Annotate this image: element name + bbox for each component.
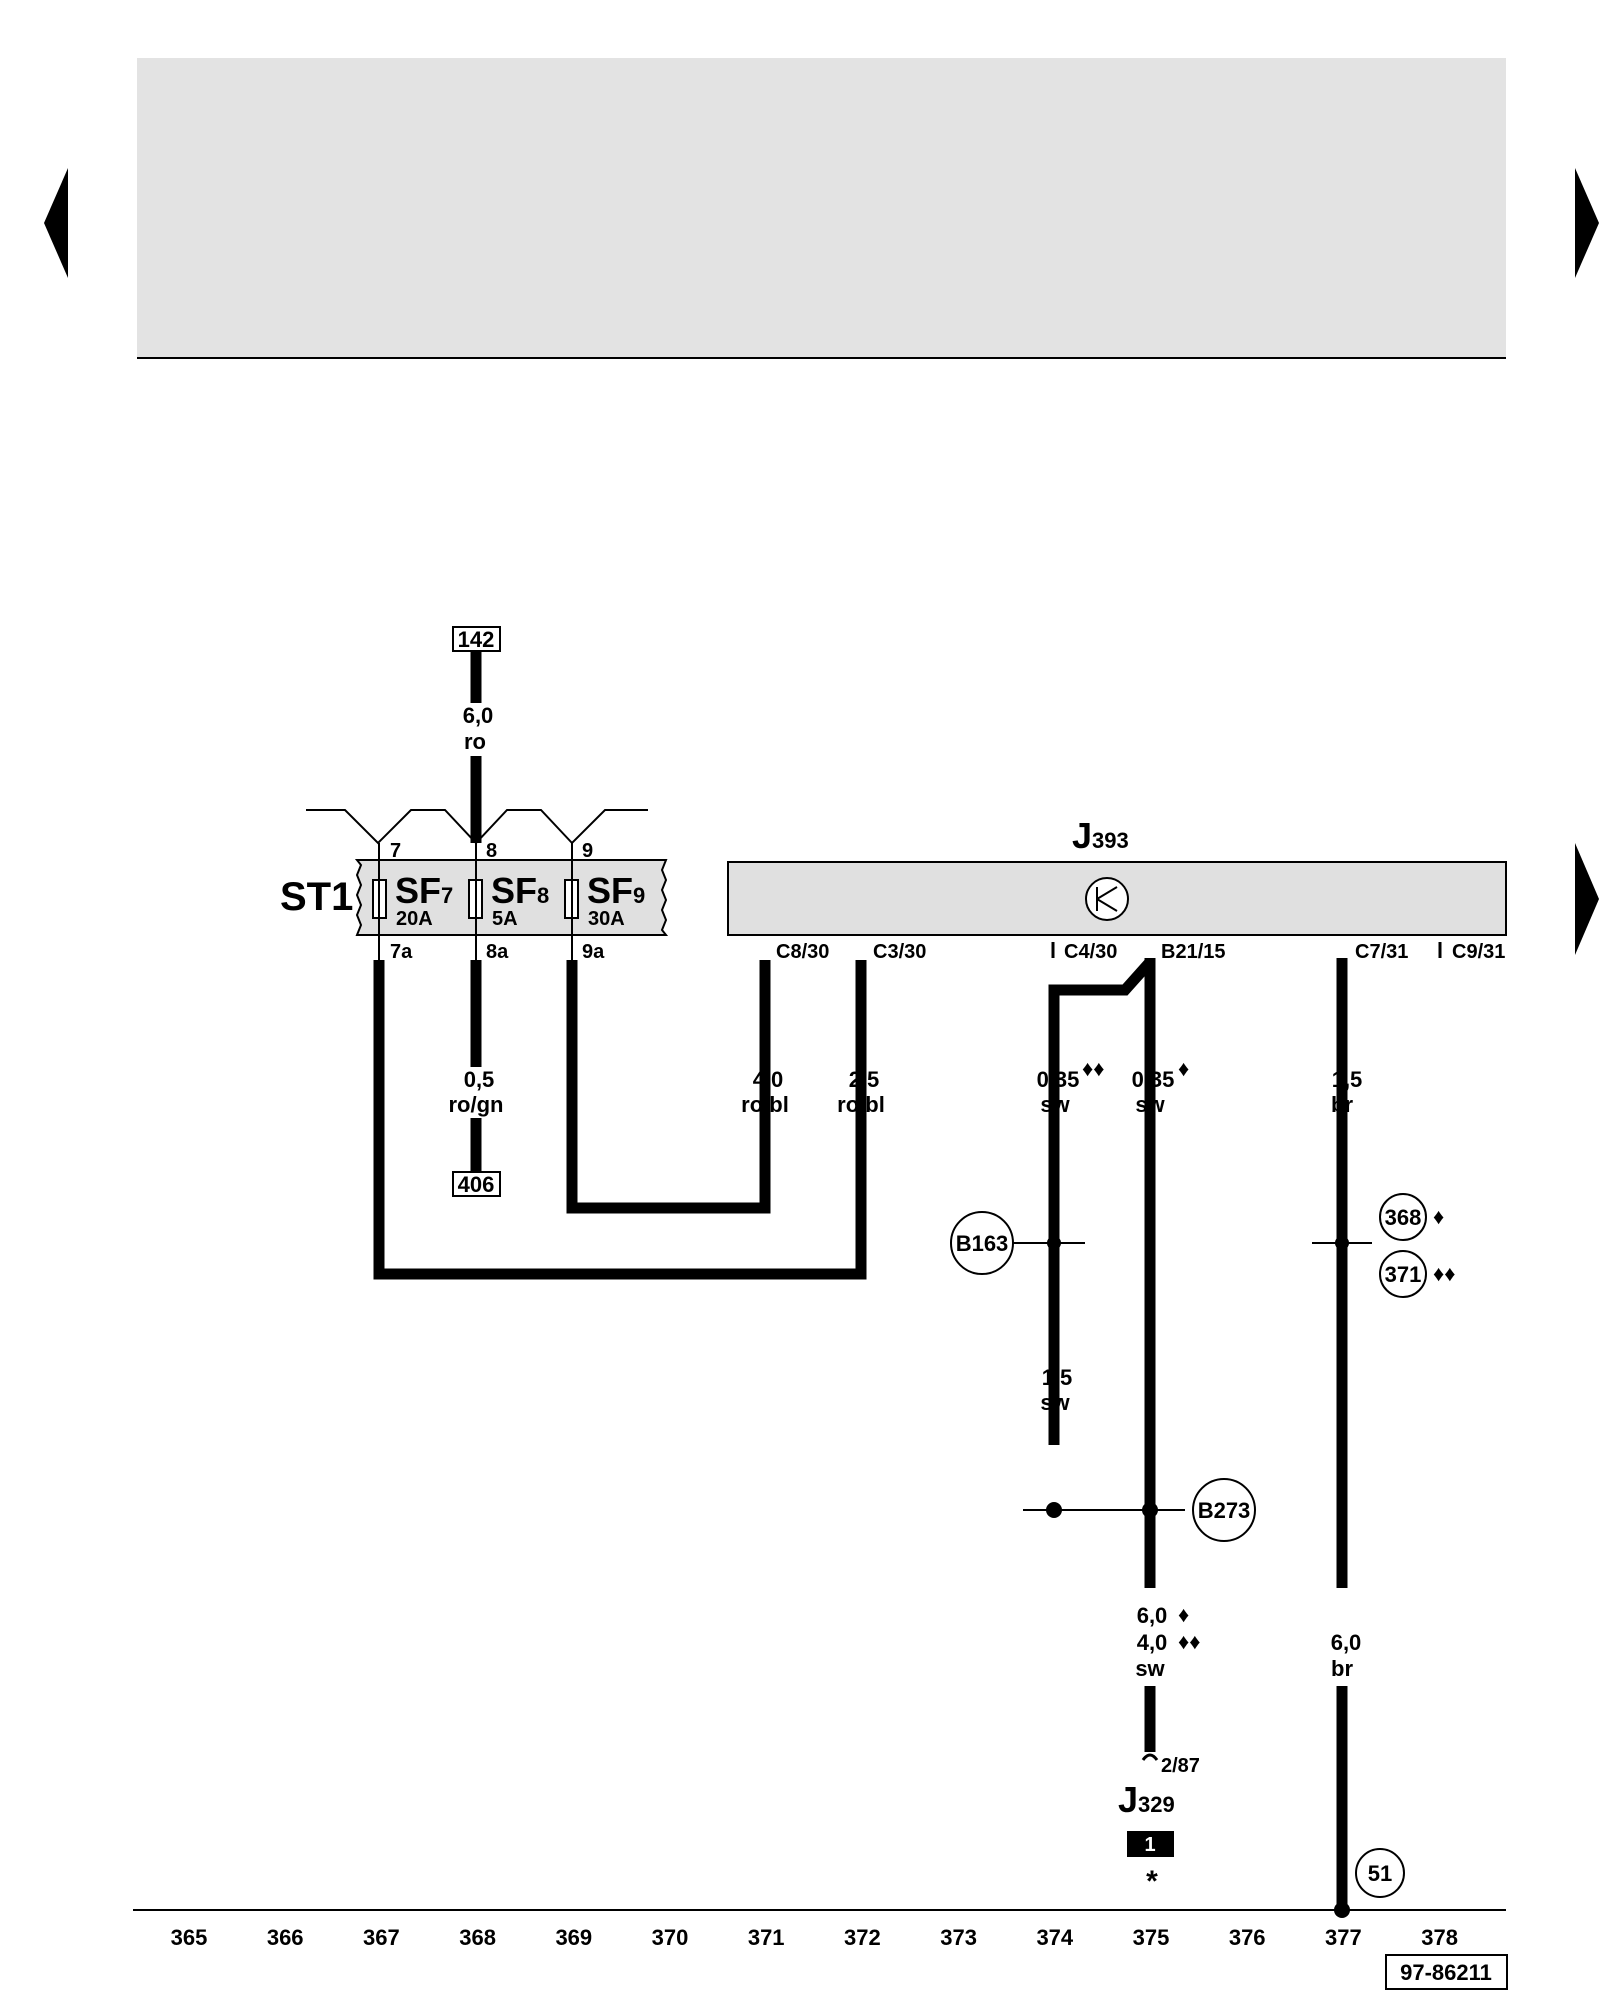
wire-ground-size: 6,0 [1331,1630,1362,1655]
fuse-sf9-label: SF9 [587,870,645,911]
st1-label: ST1 [280,875,353,919]
wire-406-color: ro/gn [449,1092,504,1117]
transistor-icon [1085,877,1129,921]
drawing-number: 97-86211 [1400,1960,1492,1985]
wire-142-size: 6,0 [463,703,494,728]
wire-c8-size: 4,0 [753,1067,784,1092]
wire-b21-color: sw [1135,1092,1165,1117]
fuse-sf7-rating: 20A [396,908,433,930]
b273-node-left [1046,1502,1062,1518]
ground-point-51-label: 51 [1368,1861,1392,1886]
ref-box-406-label: 406 [458,1172,495,1197]
fuse-sf8-label: SF8 [491,870,549,911]
ref-368-marker: ♦ [1433,1204,1444,1229]
ref-box-406 [452,1171,501,1197]
ref-371-label: 371 [1385,1262,1422,1287]
asterisk-marker: * [1146,1865,1158,1898]
pin-c3-30: C3/30 [873,941,926,963]
wire-c4-color: sw [1040,1092,1070,1117]
fuse-sf8-rating: 5A [492,908,518,930]
pin-8: 8 [486,840,497,862]
pin-8a: 8a [486,941,509,963]
connector-b163 [950,1211,1014,1275]
wire-j329-marker-a: ♦ [1178,1602,1189,1627]
grid-number: 378 [1421,1925,1458,1950]
j329-label: J329 [1118,1779,1175,1820]
grid-number: 370 [652,1925,689,1950]
ref-368 [1379,1193,1427,1241]
wire-c4-size: 0,35 [1037,1067,1080,1092]
wire-c8-color: ro/bl [741,1092,789,1117]
pin-9a: 9a [582,941,605,963]
ground-point-51 [1355,1848,1405,1898]
fuse-sf7-label: SF7 [395,870,453,911]
wire-b163-color: sw [1040,1390,1070,1415]
pin-c4-30: C4/30 [1064,941,1117,963]
wire-b21-marker: ♦ [1178,1056,1189,1081]
j329-pin-hook [1141,1753,1159,1761]
wire-b21-branch [1048,958,1155,1445]
ref-371 [1379,1250,1427,1298]
fuse-sf9-rating: 30A [588,908,625,930]
wire-406-size: 0,5 [464,1067,495,1092]
connector-b273-label: B273 [1198,1498,1251,1523]
connector-b163-label: B163 [956,1231,1009,1256]
wire-c4-marker: ♦♦ [1082,1056,1104,1081]
ref-box-142-label: 142 [458,627,495,652]
wire-j329-size-b: 4,0 [1137,1630,1168,1655]
wire-ground-color: br [1331,1656,1353,1681]
pin-c9-31: C9/31 [1452,941,1505,963]
wire-c3-color: ro/bl [837,1092,885,1117]
next-page-arrow-icon[interactable] [1575,168,1599,278]
grid-number: 375 [1133,1925,1170,1950]
transistor-icon-line-b [1096,886,1118,900]
drawing-number-box [1385,1954,1508,1990]
wire-b163-size: 1,5 [1042,1365,1073,1390]
transistor-icon-line-c [1096,898,1118,912]
pin-c8-30: C8/30 [776,941,829,963]
continue-right-arrow-icon[interactable] [1575,843,1599,955]
pin-7a: 7a [390,941,413,963]
j393-label: J393 [1072,815,1129,856]
grid-number: 367 [363,1925,400,1950]
wire-b21-size: 0,35 [1132,1067,1175,1092]
wire-c7-color: br [1331,1092,1353,1117]
wire-9a-to-c8 [566,960,771,1214]
b163-node [1047,1236,1061,1250]
grid-number: 365 [171,1925,208,1950]
grid-number: 376 [1229,1925,1266,1950]
wire-j329-size-a: 6,0 [1137,1603,1168,1628]
ground-splice-node [1335,1236,1349,1250]
grid-number-row: 365 366 367 368 369 370 371 372 373 374 375 376 377 3… [171,1925,1458,1950]
grid-number: 369 [555,1925,592,1950]
j329-pin-box [1127,1831,1174,1857]
fuse-holder-st1 [354,859,669,936]
connector-b273 [1192,1478,1256,1542]
wire-j329-marker-b: ♦♦ [1178,1629,1200,1654]
pin-9: 9 [582,840,593,862]
pin-b21-15: B21/15 [1161,941,1226,963]
grid-number: 368 [459,1925,496,1950]
wire-7a-to-c3 [373,960,867,1280]
prev-page-arrow-icon[interactable] [44,168,68,278]
header-band [137,58,1506,358]
ref-371-marker: ♦♦ [1433,1261,1455,1286]
grid-number: 373 [940,1925,977,1950]
ref-368-label: 368 [1385,1205,1422,1230]
grid-number: 371 [748,1925,785,1950]
wire-c3-size: 2,5 [849,1067,880,1092]
b273-node-right [1142,1502,1158,1518]
pin-7: 7 [390,840,401,862]
grid-number: 372 [844,1925,881,1950]
wire-j329-color: sw [1135,1656,1165,1681]
grid-number: 377 [1325,1925,1362,1950]
j329-pin-box-label: 1 [1144,1834,1155,1856]
grid-number: 366 [267,1925,304,1950]
pin-c7-31: C7/31 [1355,941,1408,963]
wire-c7-size: 1,5 [1332,1067,1363,1092]
pin-2-87: 2/87 [1161,1755,1200,1777]
wire-142-color: ro [464,729,486,754]
grid-number: 374 [1036,1925,1073,1950]
